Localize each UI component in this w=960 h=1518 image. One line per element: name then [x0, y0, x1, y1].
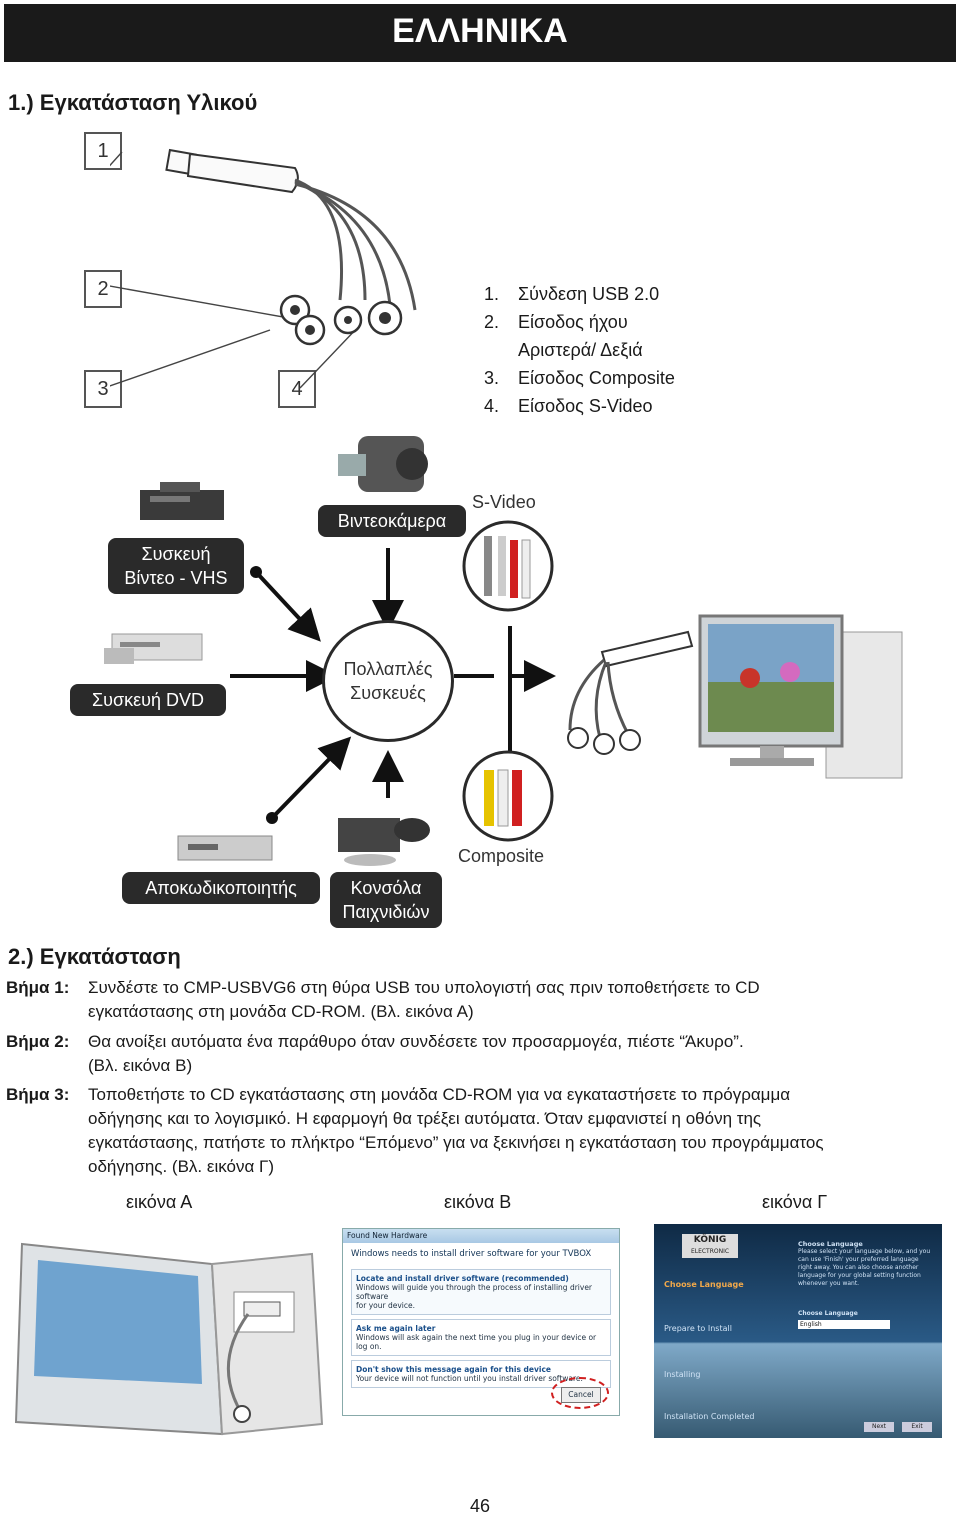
exit-button[interactable]: Exit [902, 1422, 932, 1432]
dialog-titlebar: Found New Hardware [343, 1229, 619, 1243]
callout-3: 3 [84, 370, 122, 408]
figure-c-caption: εικόνα Γ [762, 1192, 828, 1212]
composite-connector-icon [462, 750, 554, 842]
language-select[interactable]: English [798, 1320, 890, 1329]
found-new-hardware-dialog: Found New Hardware Windows needs to inst… [342, 1228, 620, 1416]
figure-b-caption: εικόνα Β [444, 1192, 512, 1212]
connector-legend: 1.Σύνδεση USB 2.0 2.Είσοδος ήχου Αριστερ… [484, 280, 675, 420]
legend-item: 2.Είσοδος ήχου [484, 312, 628, 332]
connection-diagram [104, 436, 903, 866]
legend-item: 4.Είσοδος S-Video [484, 396, 653, 416]
legend-item: Αριστερά/ Δεξιά [518, 340, 643, 360]
installer-menu-choose-language[interactable]: Choose Language [664, 1280, 744, 1289]
usb-cable-illustration [110, 148, 417, 389]
usb-adapter-icon [567, 630, 694, 755]
option-locate-install[interactable]: Locate and install driver software (reco… [351, 1269, 611, 1315]
step-2-label: Βήμα 2: [6, 1032, 70, 1051]
step-2-text: Θα ανοίξει αυτόματα ένα παράθυρο όταν συ… [88, 1032, 744, 1075]
decoder-icon [177, 835, 273, 861]
decoder-label: Αποκωδικοποιητής [122, 872, 320, 904]
installer-menu-installing[interactable]: Installing [664, 1370, 701, 1379]
konig-logo: KÖNIG ELECTRONIC [682, 1234, 738, 1258]
figure-a-pc-illustration [14, 1242, 324, 1436]
callout-1: 1 [84, 132, 122, 170]
header-bar [4, 4, 956, 62]
figure-a-caption: εικόνα Α [126, 1192, 193, 1212]
vcr-icon [140, 482, 224, 520]
page-number: 46 [469, 1496, 491, 1516]
option-ask-later[interactable]: Ask me again later Windows will ask agai… [351, 1319, 611, 1356]
svideo-label: S-Video [472, 492, 536, 512]
svideo-connector-icon [462, 520, 554, 612]
dvd-player-icon [104, 633, 203, 664]
next-button[interactable]: Next [864, 1422, 894, 1432]
legend-item: 3.Είσοδος Composite [484, 368, 675, 388]
composite-label: Composite [458, 846, 545, 866]
installer-menu-completed[interactable]: Installation Completed [664, 1412, 755, 1421]
page-heading: ΕΛΛΗΝΙΚΑ [392, 12, 568, 50]
callout-2: 2 [84, 270, 122, 308]
installer-menu-prepare[interactable]: Prepare to Install [664, 1324, 732, 1333]
computer-icon [698, 614, 903, 779]
callout-4: 4 [278, 370, 316, 408]
cancel-button[interactable]: Cancel [561, 1387, 601, 1403]
cancel-highlight-ring [551, 1377, 609, 1409]
step-1-text: Συνδέστε το CMP-USBVG6 στη θύρα USB του … [88, 978, 760, 1021]
camcorder-icon [338, 436, 428, 492]
installer-language-screen: KÖNIG ELECTRONIC Choose Language Prepare… [654, 1224, 942, 1438]
camcorder-label: Βιντεοκάμερα [318, 505, 466, 537]
dialog-intro: Windows needs to install driver software… [351, 1249, 592, 1259]
step-3-text: Τοποθετήστε το CD εγκατάστασης στη μονάδ… [88, 1085, 824, 1176]
step-3-label: Βήμα 3: [6, 1085, 70, 1104]
option-dont-show[interactable]: Don't show this message again for this d… [351, 1360, 611, 1388]
legend-item: 1.Σύνδεση USB 2.0 [484, 284, 660, 304]
installer-panel: Choose Language Please select your langu… [798, 1240, 931, 1329]
dvd-label: Συσκευή DVD [70, 684, 226, 716]
game-console-icon [338, 818, 430, 866]
install-section-title: 2.) Εγκατάσταση [8, 944, 181, 969]
step-1-label: Βήμα 1: [6, 978, 70, 997]
hardware-section-title: 1.) Εγκατάσταση Υλικού [8, 90, 258, 115]
